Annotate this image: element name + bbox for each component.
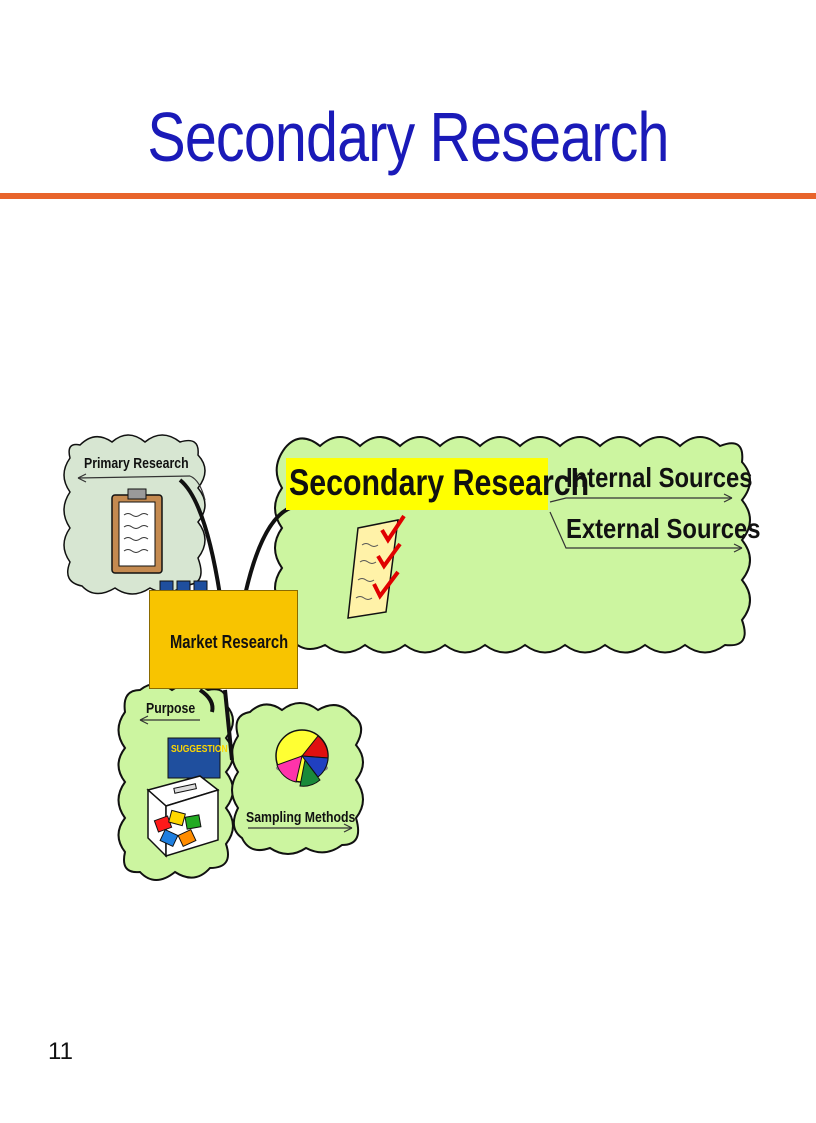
suggestion-box-icon: [146, 737, 221, 858]
page-number: 11: [48, 1038, 73, 1065]
internal-sources-label: Internal Sources: [566, 462, 753, 493]
connector-sampling: [223, 689, 234, 761]
market-research-label: Market Research: [170, 632, 289, 652]
connector-primary: [178, 478, 222, 596]
slide-title: Secondary Research: [147, 98, 669, 176]
external-sources-label: External Sources: [566, 513, 761, 544]
clipboard-icon: [111, 488, 163, 574]
external-sources-line: [549, 511, 743, 553]
connector-purpose: [198, 688, 215, 713]
market-research-box: [149, 590, 298, 689]
sampling-branch-line: [248, 823, 353, 833]
primary-research-label: Primary Research: [84, 455, 189, 472]
purpose-branch-line: [139, 715, 200, 725]
primary-branch-line: [77, 473, 206, 501]
secondary-research-label: Secondary Research: [289, 462, 590, 503]
secondary-research-highlight: [286, 458, 548, 510]
suggestion-sign-label: SUGGESTION: [171, 744, 228, 755]
title-underline: [0, 193, 816, 199]
connector-secondary: [243, 506, 291, 596]
pie-chart-icon: [275, 729, 329, 787]
sampling-methods-label: Sampling Methods: [246, 809, 356, 826]
internal-sources-line: [549, 493, 733, 503]
purpose-label: Purpose: [146, 700, 196, 717]
checklist-icon: [347, 514, 406, 619]
